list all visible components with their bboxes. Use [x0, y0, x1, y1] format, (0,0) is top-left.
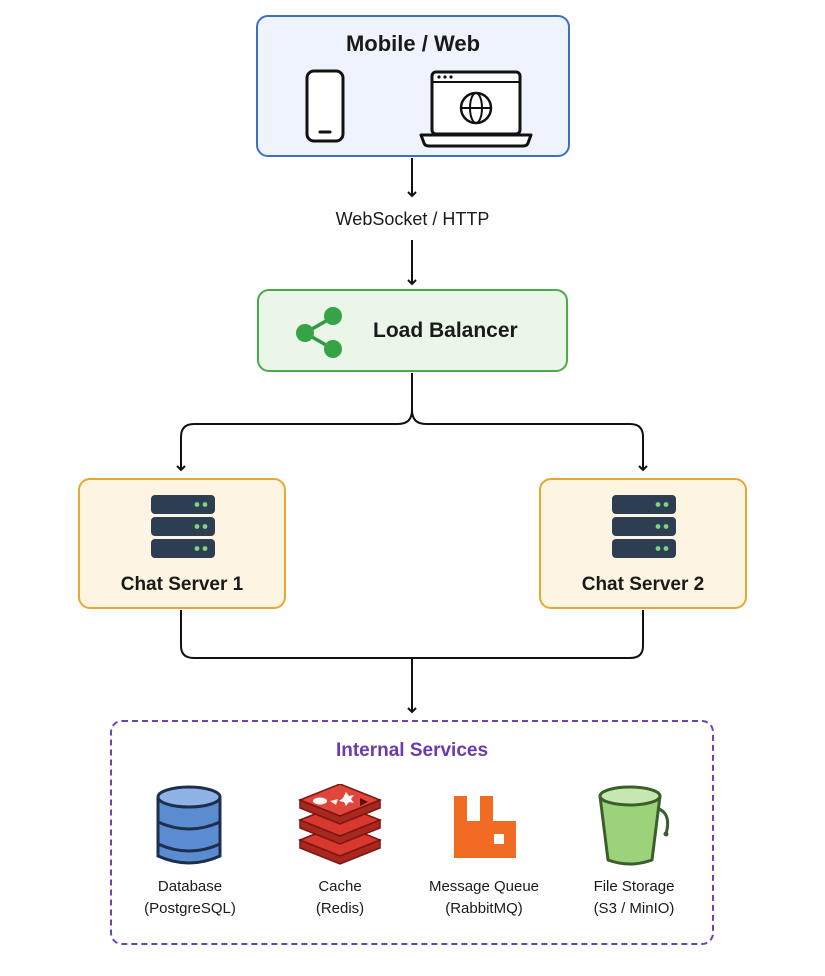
database-sublabel: (PostgreSQL)	[144, 900, 236, 917]
arrow-lb-to-servers	[176, 373, 413, 472]
database-icon	[156, 785, 222, 865]
file-storage-label: File Storage	[593, 878, 675, 895]
protocol-label: WebSocket / HTTP	[335, 209, 490, 229]
server-rack-icon	[151, 495, 215, 558]
chat-server-1-box: Chat Server 1	[78, 478, 286, 609]
redis-icon	[297, 784, 383, 865]
file-storage-sublabel: (S3 / MinIO)	[593, 900, 675, 917]
cache-sublabel: (Redis)	[315, 900, 365, 917]
chat-server-2-title: Chat Server 2	[581, 574, 705, 595]
chat-server-1-title: Chat Server 1	[120, 574, 244, 595]
share-nodes-icon	[296, 307, 342, 358]
arrow-lb-to-server2	[411, 409, 648, 472]
bucket-icon	[598, 785, 670, 866]
load-balancer-title: Load Balancer	[373, 319, 518, 342]
laptop-globe-icon	[419, 70, 533, 148]
rabbitmq-icon	[454, 796, 516, 858]
cache-label: Cache	[318, 878, 362, 895]
load-balancer-box: Load Balancer	[257, 289, 568, 372]
internal-services-title: Internal Services	[335, 740, 489, 761]
message-queue-label: Message Queue	[428, 878, 540, 895]
database-label: Database	[157, 878, 223, 895]
message-queue-sublabel: (RabbitMQ)	[445, 900, 523, 917]
smartphone-icon	[305, 69, 345, 143]
server-rack-icon	[612, 495, 676, 558]
chat-server-2-box: Chat Server 2	[539, 478, 747, 609]
client-box: Mobile / Web	[256, 15, 570, 157]
line-server1-merge	[180, 610, 644, 659]
client-title: Mobile / Web	[345, 31, 481, 56]
internal-services-group: Internal Services	[110, 720, 714, 945]
